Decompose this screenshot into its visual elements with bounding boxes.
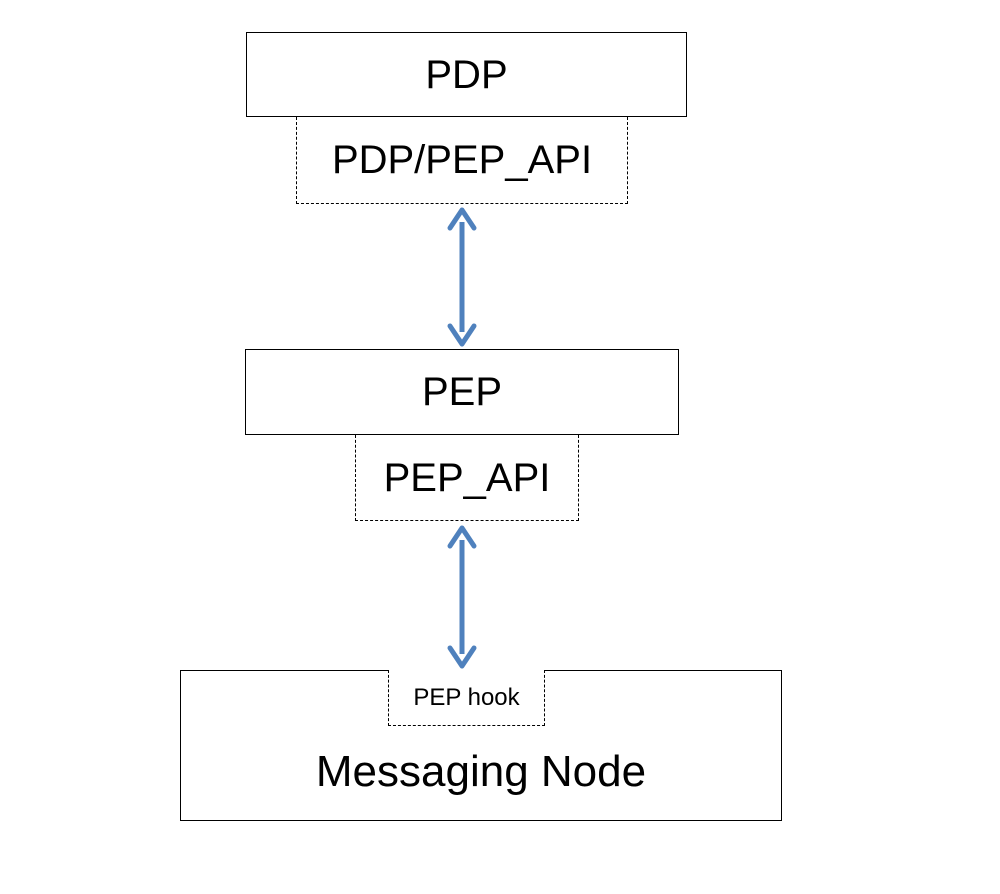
pep-box: PEP xyxy=(245,349,679,435)
pdp-box: PDP xyxy=(246,32,687,117)
pdp-pep-api-box: PDP/PEP_API xyxy=(296,117,628,204)
messaging-node-label: Messaging Node xyxy=(315,747,647,796)
arrow-api-to-pep xyxy=(447,207,477,347)
pdp-label: PDP xyxy=(425,52,508,97)
arrow-pep-api-to-hook xyxy=(447,525,477,669)
pep-api-label: PEP_API xyxy=(383,455,551,500)
pep-hook-box: PEP hook xyxy=(388,670,545,726)
pep-hook-label: PEP hook xyxy=(413,683,520,711)
pep-label: PEP xyxy=(421,370,503,414)
pep-api-box: PEP_API xyxy=(355,435,579,521)
pdp-pep-api-label: PDP/PEP_API xyxy=(331,138,593,182)
